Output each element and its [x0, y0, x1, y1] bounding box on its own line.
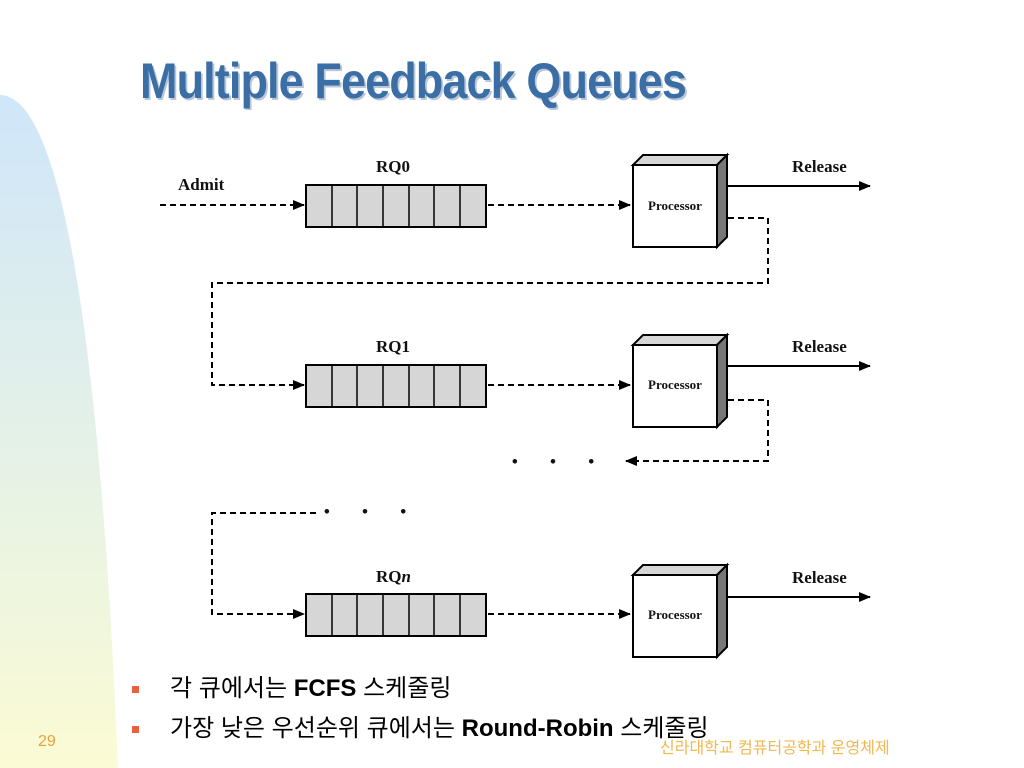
processor-n: Processor [630, 562, 730, 660]
processor-label-n: Processor [648, 607, 702, 622]
page-number: 29 [38, 733, 56, 750]
admit-label: Admit [178, 175, 225, 194]
bullet-item: 가장 낮은 우선순위 큐에서는 Round-Robin 스케줄링 [130, 712, 709, 752]
processor-0: Processor [630, 152, 730, 250]
processor-1: Processor [630, 332, 730, 430]
release-label-1: Release [792, 337, 847, 356]
ellipsis-right: • • • [512, 452, 608, 471]
queue-label-rq0: RQ0 [376, 157, 410, 176]
bullet-square-icon [132, 726, 139, 733]
feedback-arrow-0-to-1 [211, 217, 769, 390]
queue-rqn: RQn [305, 567, 487, 637]
bullet-square-icon [132, 686, 139, 693]
feedback-queue-diagram: Admit RQ0 Processor Release RQ1 Pr [160, 152, 871, 660]
bullet-item: 각 큐에서는 FCFS 스케줄링 [130, 672, 709, 712]
bullet-list: 각 큐에서는 FCFS 스케줄링 가장 낮은 우선순위 큐에서는 Round-R… [130, 672, 709, 752]
release-label-0: Release [792, 157, 847, 176]
queue-label-rq1: RQ1 [376, 337, 410, 356]
footer-text: 신라대학교 컴퓨터공학과 운영체제 [660, 740, 890, 757]
ellipsis-left: • • • [324, 502, 420, 521]
feedback-arrow-1-to-next [625, 399, 769, 466]
side-gradient-band [0, 95, 118, 768]
feedback-arrow-to-n [211, 512, 316, 619]
queue-rq1: RQ1 [305, 337, 487, 408]
queue-rq0: RQ0 [305, 157, 487, 228]
processor-label-1: Processor [648, 377, 702, 392]
slide-title: Multiple Feedback Queues [140, 53, 687, 109]
release-label-n: Release [792, 568, 847, 587]
queue-label-rqn: RQn [376, 567, 411, 586]
processor-label-0: Processor [648, 198, 702, 213]
